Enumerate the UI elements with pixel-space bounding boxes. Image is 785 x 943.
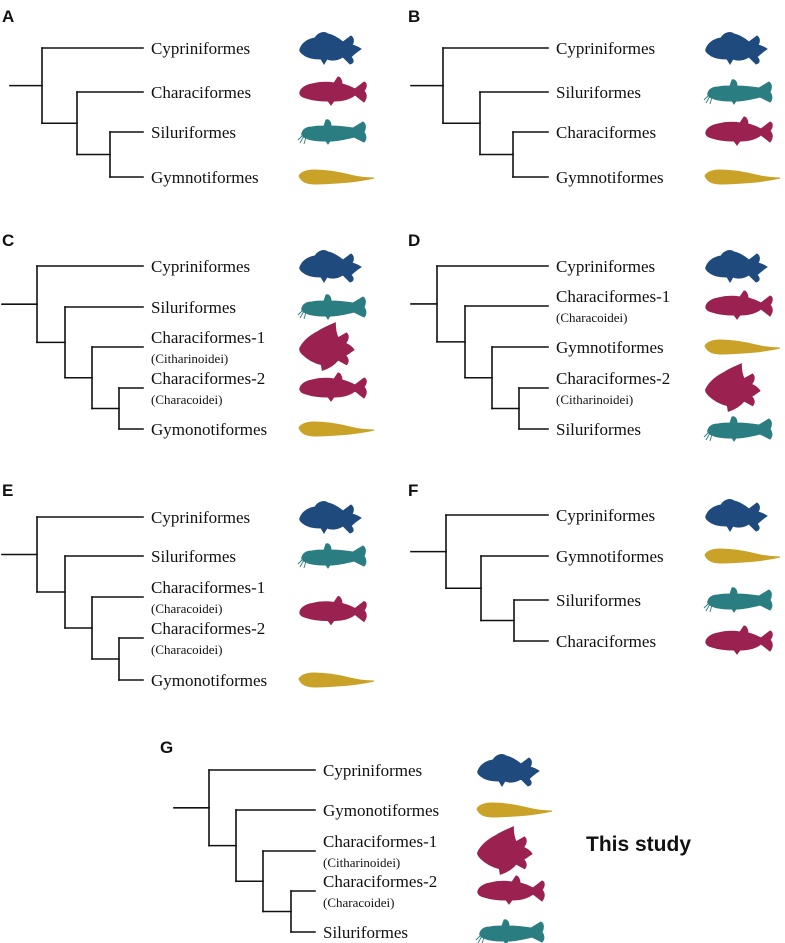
- suborder-label: (Citharinoidei): [323, 855, 400, 870]
- knifefish-icon: [704, 339, 781, 355]
- panel-letter: D: [408, 231, 420, 250]
- panel-letter: E: [2, 481, 13, 500]
- catfish-icon: [475, 919, 545, 943]
- taxon-label: Characiformes: [151, 83, 251, 102]
- taxon-label: Siluriformes: [323, 923, 408, 942]
- panel-letter: F: [408, 481, 418, 500]
- catfish-icon: [703, 79, 773, 105]
- carp-icon: [705, 32, 768, 65]
- tree-panel-c: C CypriniformesSiluriformesCharaciformes-…: [1, 231, 375, 439]
- suborder-label: (Characoidei): [323, 895, 394, 910]
- taxon-label: Cypriniformes: [323, 761, 422, 780]
- taxon-label: Siluriformes: [556, 83, 641, 102]
- taxon-label: Characiformes-1: [151, 578, 265, 597]
- citharinid-icon: [705, 363, 761, 412]
- suborder-label: (Citharinoidei): [151, 351, 228, 366]
- panel-letter: C: [2, 231, 14, 250]
- tetra-icon: [705, 290, 773, 320]
- tree-panel-b: B CypriniformesSiluriformesCharaciformesG…: [408, 7, 781, 187]
- tetra-icon: [299, 596, 367, 625]
- taxon-label: Gymonotiformes: [323, 801, 439, 820]
- taxon-label: Characiformes-1: [556, 287, 670, 306]
- taxon-label: Cypriniformes: [556, 506, 655, 525]
- taxon-label: Siluriformes: [151, 123, 236, 142]
- carp-icon: [299, 250, 362, 283]
- tetra-icon: [705, 116, 773, 146]
- taxon-label: Gymnotiformes: [556, 168, 664, 187]
- panel-letter: G: [160, 738, 173, 757]
- this-study-label: This study: [586, 833, 691, 856]
- taxon-label: Cypriniformes: [556, 257, 655, 276]
- taxon-label: Gymnotiformes: [151, 168, 259, 187]
- citharinid-icon: [299, 322, 355, 371]
- suborder-label: (Characoidei): [556, 310, 627, 325]
- carp-icon: [299, 32, 362, 65]
- tree-panel-g: G CypriniformesGymonotiformesCharaciforme…: [160, 738, 553, 943]
- taxon-label: Characiformes-2: [556, 369, 670, 388]
- catfish-icon: [297, 294, 367, 320]
- tree-panel-e: E CypriniformesSiluriformesCharaciformes-…: [1, 481, 375, 690]
- tetra-icon: [705, 625, 773, 655]
- taxon-label: Characiformes-1: [151, 328, 265, 347]
- catfish-icon: [703, 416, 773, 442]
- carp-icon: [477, 754, 540, 787]
- taxon-label: Gymnotiformes: [556, 338, 664, 357]
- suborder-label: (Characoidei): [151, 601, 222, 616]
- carp-icon: [299, 501, 362, 534]
- suborder-label: (Characoidei): [151, 642, 222, 657]
- tree-panel-f: F CypriniformesGymnotiformesSiluriformesC…: [408, 481, 781, 655]
- tetra-icon: [299, 76, 367, 106]
- taxon-label: Gymonotiformes: [151, 671, 267, 690]
- tetra-icon: [477, 875, 545, 905]
- taxon-label: Characiformes-2: [151, 619, 265, 638]
- carp-icon: [705, 499, 768, 532]
- taxon-label: Characiformes-2: [151, 369, 265, 388]
- tree-panel-a: A CypriniformesCharaciformesSiluriformesG…: [2, 7, 375, 187]
- carp-icon: [705, 250, 768, 283]
- catfish-icon: [703, 587, 773, 613]
- knifefish-icon: [298, 169, 375, 185]
- taxon-label: Siluriformes: [151, 547, 236, 566]
- taxon-label: Gymnotiformes: [556, 547, 664, 566]
- taxon-label: Cypriniformes: [556, 39, 655, 58]
- taxon-label: Characiformes-2: [323, 872, 437, 891]
- suborder-label: (Citharinoidei): [556, 392, 633, 407]
- knifefish-icon: [298, 421, 375, 437]
- taxon-label: Characiformes: [556, 123, 656, 142]
- taxon-label: Siluriformes: [556, 420, 641, 439]
- taxon-label: Siluriformes: [151, 298, 236, 317]
- knifefish-icon: [476, 802, 553, 818]
- taxon-label: Characiformes: [556, 632, 656, 651]
- taxon-label: Siluriformes: [556, 591, 641, 610]
- taxon-label: Cypriniformes: [151, 39, 250, 58]
- taxon-label: Cypriniformes: [151, 257, 250, 276]
- taxon-label: Characiformes-1: [323, 832, 437, 851]
- taxon-label: Gymonotiformes: [151, 420, 267, 439]
- panel-letter: B: [408, 7, 420, 26]
- citharinid-icon: [477, 826, 533, 875]
- tetra-icon: [299, 372, 367, 402]
- taxon-label: Cypriniformes: [151, 508, 250, 527]
- knifefish-icon: [704, 169, 781, 185]
- knifefish-icon: [298, 672, 375, 688]
- suborder-label: (Characoidei): [151, 392, 222, 407]
- knifefish-icon: [704, 548, 781, 564]
- catfish-icon: [297, 543, 367, 569]
- catfish-icon: [297, 119, 367, 145]
- panel-letter: A: [2, 7, 14, 26]
